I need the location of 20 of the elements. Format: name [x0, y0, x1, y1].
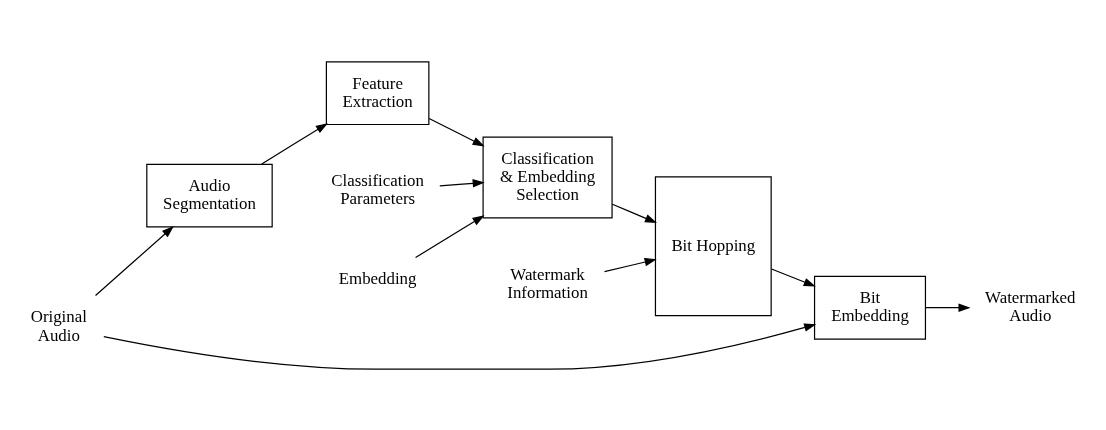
- arrow: [415, 214, 485, 258]
- node-box: Bit Hopping: [654, 175, 772, 316]
- node-box: Bit Embedding: [813, 275, 927, 340]
- arrow: [94, 225, 174, 296]
- node-box: Feature Extraction: [325, 60, 430, 125]
- arrow: [439, 178, 485, 188]
- arrow: [611, 203, 657, 223]
- arrow: [261, 122, 328, 165]
- node-text: Embedding: [338, 268, 417, 288]
- arrow: [103, 322, 817, 370]
- node-box: Audio Segmentation: [146, 163, 273, 228]
- node-box: Classification & Embedding Selection: [482, 136, 613, 218]
- arrow: [603, 257, 657, 272]
- arrow: [924, 302, 971, 312]
- node-text: Watermark Information: [507, 264, 588, 302]
- node-text: Classification Parameters: [331, 170, 424, 208]
- arrow: [770, 267, 816, 287]
- node-text: Watermarked Audio: [985, 287, 1076, 325]
- node-text: Original Audio: [30, 306, 87, 344]
- arrow: [428, 117, 485, 146]
